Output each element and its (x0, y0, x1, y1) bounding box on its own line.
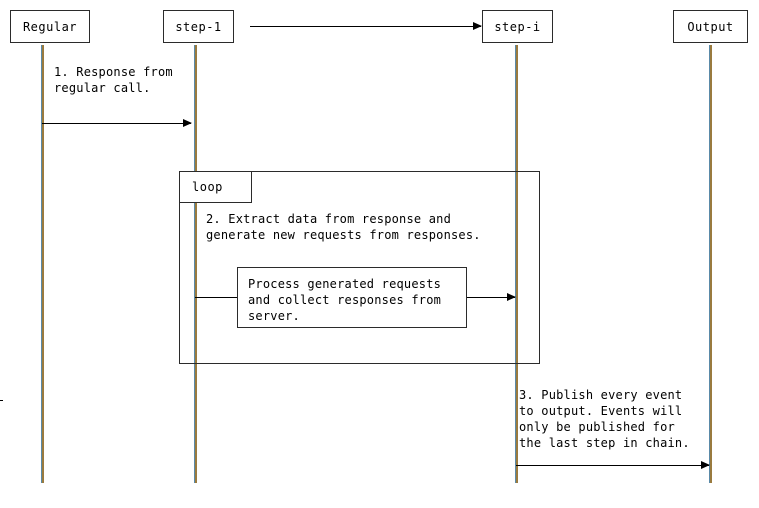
participant-step-i[interactable]: step-i (482, 10, 553, 43)
participant-step-1-label: step-1 (175, 19, 222, 34)
lifeline-output (709, 45, 712, 483)
message-publish-to-output (516, 461, 710, 469)
loop-fragment-operator-label: loop (192, 180, 223, 194)
loop-fragment-operator: loop (179, 171, 252, 203)
lifeline-regular (41, 45, 44, 483)
participant-regular[interactable]: Regular (10, 10, 90, 43)
participant-step-1[interactable]: step-1 (163, 10, 234, 43)
edge-artifact-tick (0, 400, 3, 401)
participant-step-i-label: step-i (494, 19, 541, 34)
message-extract-and-generate-label: 2. Extract data from response and genera… (206, 212, 481, 242)
message-response-from-regular-label: 1. Response from regular call. (54, 65, 173, 95)
message-process-generated-requests-note: Process generated requests and collect r… (237, 267, 467, 328)
loop-fragment (179, 171, 540, 364)
arrowhead-icon (507, 293, 516, 301)
lifeline-step-1 (194, 45, 197, 483)
message-publish-to-output-label: 3. Publish every event to output. Events… (519, 388, 690, 450)
message-ellipsis-arrow (250, 22, 482, 30)
participant-regular-label: Regular (22, 19, 78, 34)
arrowhead-icon (701, 461, 710, 469)
lifeline-step-i (515, 45, 518, 483)
participant-output-label: Output (687, 19, 734, 34)
arrowhead-icon (473, 22, 482, 30)
participant-output[interactable]: Output (673, 10, 748, 43)
arrowhead-icon (183, 119, 192, 127)
message-response-from-regular (42, 119, 192, 127)
